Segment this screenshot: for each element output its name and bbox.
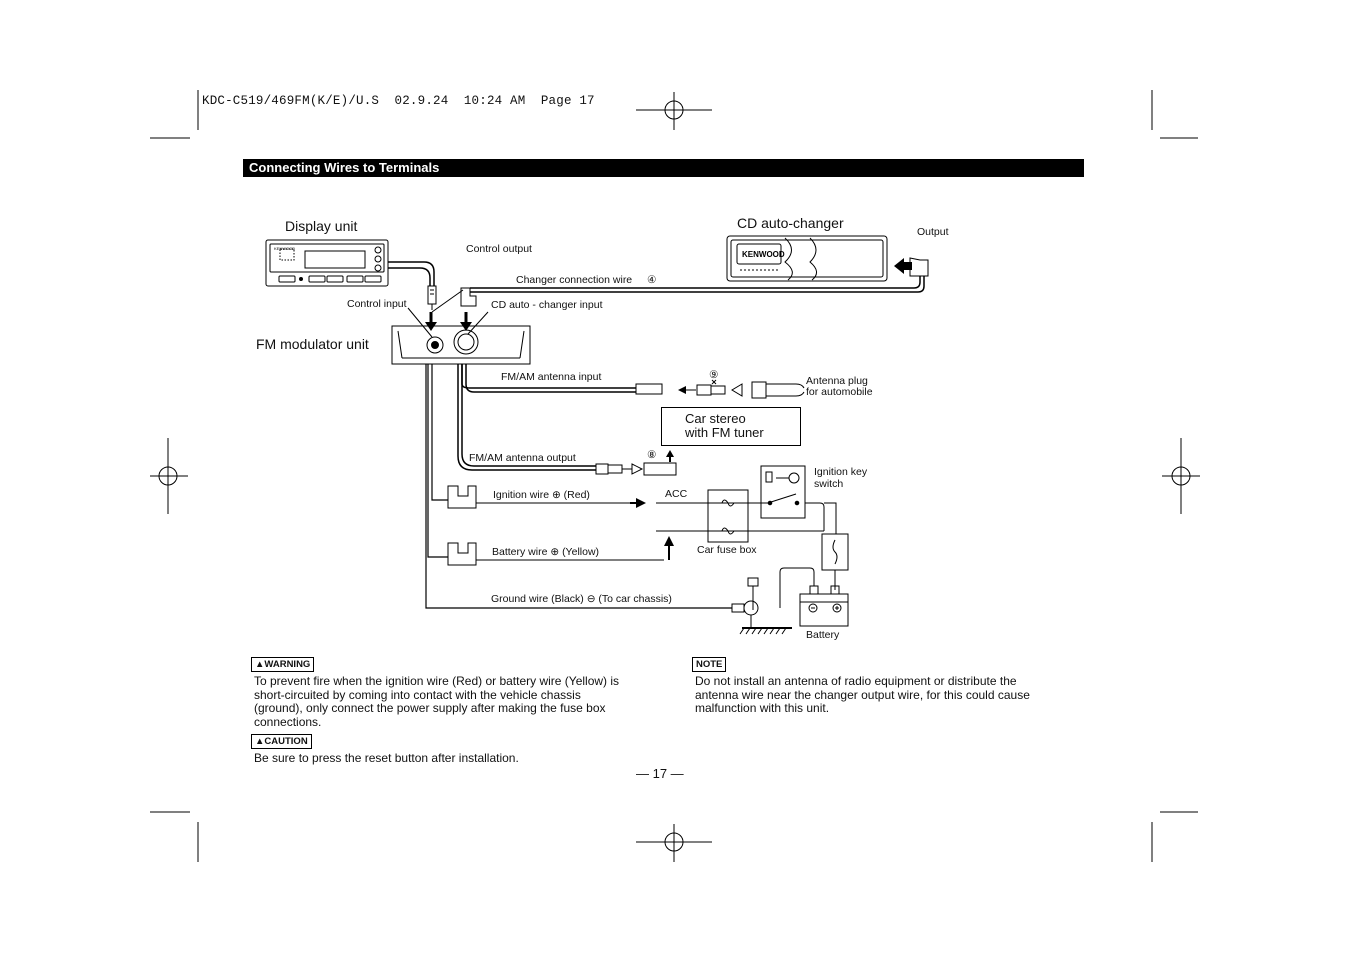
fuse-box-graphic bbox=[707, 489, 749, 543]
print-header: KDC-C519/469FM(K/E)/U.S 02.9.24 10:24 AM… bbox=[202, 94, 595, 108]
battery-label: Battery bbox=[806, 629, 840, 641]
ignition-wire-label: Ignition wire ⊕ (Red) bbox=[493, 489, 590, 501]
registration-mark-left bbox=[150, 438, 188, 514]
car-fuse-box-label: Car fuse box bbox=[697, 544, 757, 556]
control-output-label: Control output bbox=[466, 243, 532, 255]
antenna-plug-label-2: for automobile bbox=[806, 386, 873, 398]
cd-auto-changer-label: CD auto-changer bbox=[737, 215, 844, 231]
svg-text:KENWOOD: KENWOOD bbox=[274, 246, 295, 251]
fm-am-antenna-output-label: FM/AM antenna output bbox=[469, 452, 576, 464]
cd-changer-input-label: CD auto - changer input bbox=[491, 299, 603, 311]
ground-graphic bbox=[731, 577, 792, 635]
section-title: Connecting Wires to Terminals bbox=[243, 159, 1084, 177]
ignition-key-switch-label-1: Ignition key bbox=[814, 466, 868, 478]
output-label: Output bbox=[917, 226, 949, 238]
acc-label: ACC bbox=[665, 488, 688, 500]
crop-marks bbox=[150, 90, 1198, 862]
svg-text:KENWOOD: KENWOOD bbox=[742, 250, 785, 259]
battery-wire-label: Battery wire ⊕ (Yellow) bbox=[492, 546, 600, 558]
display-unit-graphic: KENWOOD bbox=[265, 239, 389, 287]
registration-mark-right bbox=[1162, 438, 1200, 514]
cd-changer-graphic: KENWOOD bbox=[726, 235, 888, 282]
warning-tag: ▲WARNING bbox=[251, 657, 315, 672]
num-8-label: ⑧ bbox=[647, 449, 657, 461]
car-stereo-label-1: Car stereo bbox=[685, 411, 746, 426]
registration-mark-bottom bbox=[636, 824, 712, 862]
control-input-label: Control input bbox=[347, 298, 407, 310]
changer-connection-num: ④ bbox=[647, 274, 657, 286]
page-number: — 17 — bbox=[636, 766, 684, 781]
caution-tag: ▲CAUTION bbox=[251, 734, 312, 749]
registration-mark-top bbox=[636, 92, 712, 130]
battery-graphic bbox=[799, 585, 849, 627]
car-stereo-box: Car stereo with FM tuner bbox=[661, 407, 801, 446]
display-unit-label: Display unit bbox=[285, 218, 358, 234]
ignition-key-switch-label-2: switch bbox=[814, 478, 844, 490]
inline-fuse-graphic bbox=[821, 533, 849, 571]
num-9-label: ⑨ bbox=[709, 369, 719, 381]
note-text: Do not install an antenna of radio equip… bbox=[695, 674, 1030, 715]
warning-text: To prevent fire when the ignition wire (… bbox=[254, 674, 620, 729]
fm-am-antenna-input-label: FM/AM antenna input bbox=[501, 371, 602, 383]
caution-text: Be sure to press the reset button after … bbox=[254, 751, 519, 765]
note-tag: NOTE bbox=[692, 657, 727, 672]
ground-wire-label: Ground wire (Black) ⊖ (To car chassis) bbox=[491, 593, 672, 605]
fm-modulator-unit-label: FM modulator unit bbox=[256, 336, 369, 352]
antenna-plug-label-1: Antenna plug bbox=[806, 375, 868, 387]
changer-connection-wire-label: Changer connection wire bbox=[516, 274, 633, 286]
ignition-switch-graphic bbox=[760, 465, 806, 519]
fm-modulator-graphic bbox=[391, 307, 531, 365]
car-stereo-label-2: with FM tuner bbox=[685, 425, 764, 440]
